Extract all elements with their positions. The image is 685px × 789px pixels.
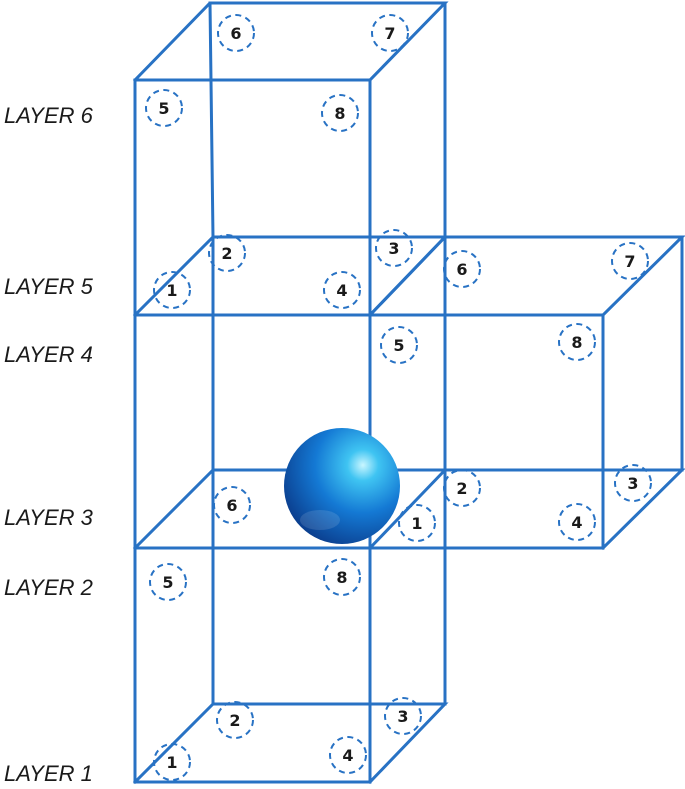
bottom-cube-node-2: 2 xyxy=(216,701,254,739)
node-circle xyxy=(398,504,436,542)
node-label: 3 xyxy=(388,239,399,258)
node-label: 1 xyxy=(411,514,422,533)
top-cube xyxy=(132,1,449,318)
node-label: 8 xyxy=(334,104,345,123)
node-circle xyxy=(443,469,481,507)
node-label: 7 xyxy=(624,252,635,271)
top-cube-node-7: 7 xyxy=(371,14,409,52)
node-circle xyxy=(217,14,255,52)
node-label: 5 xyxy=(158,99,169,118)
node-circle xyxy=(558,323,596,361)
sphere xyxy=(284,428,400,544)
node-circle xyxy=(216,701,254,739)
node-label: 4 xyxy=(336,281,347,300)
layer-label-2: LAYER 2 xyxy=(4,575,93,600)
top-cube-node-5: 5 xyxy=(145,89,183,127)
node-circle xyxy=(371,14,409,52)
top-cube-node-3: 3 xyxy=(375,229,413,267)
layer-label-1: LAYER 1 xyxy=(4,761,93,786)
right-cube-node-5: 5 xyxy=(380,326,418,364)
right-cube-node-8: 8 xyxy=(558,323,596,361)
middle-cube-node-5: 5 xyxy=(149,563,187,601)
middle-cube-nodes: 5 6 8 xyxy=(149,486,361,601)
bottom-cube-node-3: 3 xyxy=(384,697,422,735)
node-circle xyxy=(149,563,187,601)
node-label: 7 xyxy=(384,24,395,43)
top-cube-node-1: 1 xyxy=(153,271,191,309)
node-circle xyxy=(145,89,183,127)
node-label: 5 xyxy=(393,336,404,355)
top-cube-node-2: 2 xyxy=(208,234,246,272)
bottom-cube-node-1: 1 xyxy=(153,743,191,781)
layer-label-6: LAYER 6 xyxy=(4,103,94,128)
right-cube-node-7: 7 xyxy=(611,242,649,280)
node-label: 2 xyxy=(456,479,467,498)
node-circle xyxy=(323,271,361,309)
bottom-cube-node-4: 4 xyxy=(329,736,367,774)
node-circle xyxy=(380,326,418,364)
bottom-cube-nodes: 1 2 3 4 xyxy=(153,697,422,781)
right-cube-nodes: 1 2 3 4 5 6 7 8 xyxy=(380,242,652,542)
middle-cube-node-6: 6 xyxy=(213,486,251,524)
right-cube-node-4: 4 xyxy=(558,503,596,541)
right-cube-node-1: 1 xyxy=(398,504,436,542)
node-label: 6 xyxy=(230,24,241,43)
node-circle xyxy=(323,558,361,596)
node-circle xyxy=(375,229,413,267)
node-circle xyxy=(558,503,596,541)
layer-label-4: LAYER 4 xyxy=(4,342,93,367)
node-label: 8 xyxy=(571,333,582,352)
node-label: 5 xyxy=(162,573,173,592)
top-cube-nodes: 1 2 3 4 5 6 7 8 xyxy=(145,14,413,309)
top-cube-node-6: 6 xyxy=(217,14,255,52)
node-circle xyxy=(153,271,191,309)
node-circle xyxy=(329,736,367,774)
node-label: 3 xyxy=(627,474,638,493)
right-cube-node-6: 6 xyxy=(443,250,481,288)
right-cube-node-3: 3 xyxy=(614,464,652,502)
node-label: 1 xyxy=(166,281,177,300)
node-label: 2 xyxy=(229,711,240,730)
node-circle xyxy=(213,486,251,524)
node-circle xyxy=(614,464,652,502)
node-label: 6 xyxy=(456,260,467,279)
node-label: 3 xyxy=(397,707,408,726)
node-label: 4 xyxy=(342,746,353,765)
top-cube-node-8: 8 xyxy=(321,94,359,132)
layer-label-5: LAYER 5 xyxy=(4,274,94,299)
layer-label-3: LAYER 3 xyxy=(4,505,94,530)
node-circle xyxy=(443,250,481,288)
node-circle xyxy=(384,697,422,735)
node-circle xyxy=(153,743,191,781)
node-label: 8 xyxy=(336,568,347,587)
node-label: 6 xyxy=(226,496,237,515)
node-circle xyxy=(321,94,359,132)
top-cube-node-4: 4 xyxy=(323,271,361,309)
node-label: 4 xyxy=(571,513,582,532)
right-cube-node-2: 2 xyxy=(443,469,481,507)
middle-cube-node-8: 8 xyxy=(323,558,361,596)
node-label: 1 xyxy=(166,753,177,772)
layer-labels: LAYER 1 LAYER 2 LAYER 3 LAYER 4 LAYER 5 … xyxy=(4,103,94,786)
node-label: 2 xyxy=(221,244,232,263)
node-circle xyxy=(611,242,649,280)
node-circle xyxy=(208,234,246,272)
